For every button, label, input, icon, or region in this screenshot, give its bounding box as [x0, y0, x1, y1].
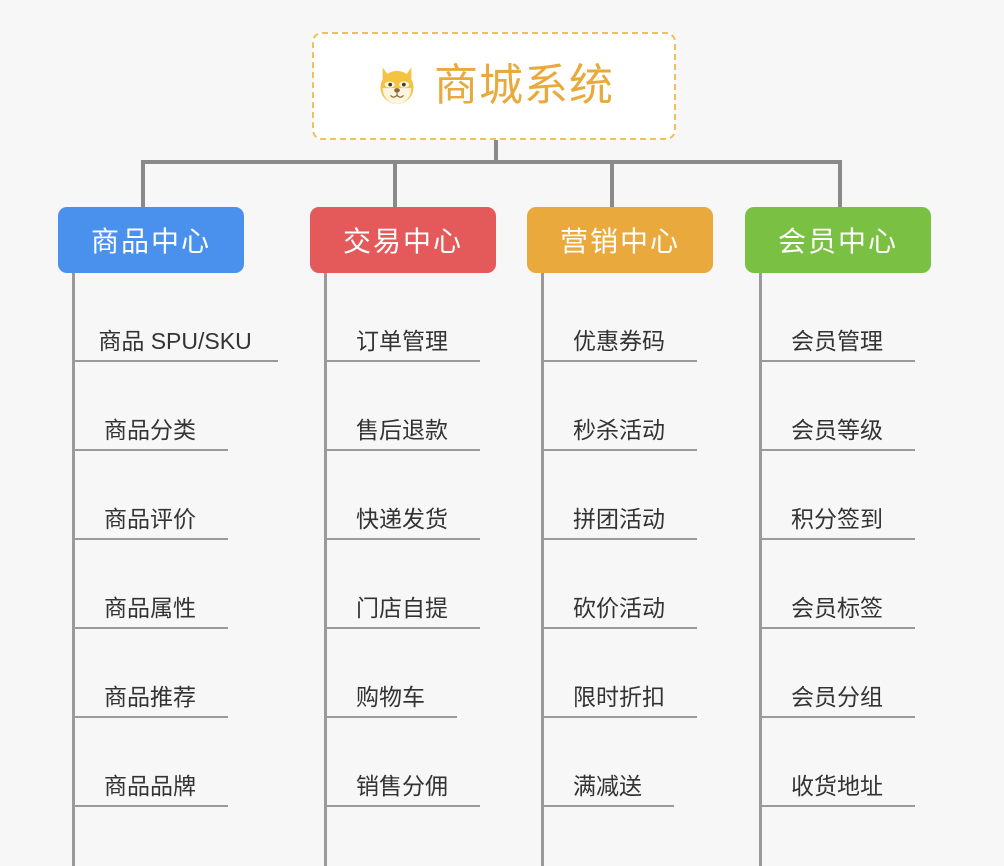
leaf-item-label: 砍价活动 — [573, 595, 665, 621]
leaf-item[interactable]: 销售分佣 — [324, 718, 480, 807]
leaf-item-label: 购物车 — [356, 684, 425, 710]
leaf-item-label: 商品评价 — [104, 506, 196, 532]
leaf-item[interactable]: 秒杀活动 — [541, 362, 697, 451]
leaf-item-label: 收货地址 — [791, 773, 883, 799]
mindmap-canvas: 商城系统 商品中心商品 SPU/SKU 商品分类商品评价商品属性商品推荐商品品牌 交… — [58, 32, 931, 866]
branch-spine-1 — [72, 273, 75, 866]
branch-header-4[interactable]: 会员中心 — [745, 207, 931, 273]
leaf-item-label: 会员等级 — [791, 417, 883, 443]
leaf-item-label: 商品属性 — [104, 595, 196, 621]
leaf-item-label: 满减送 — [573, 773, 642, 799]
leaf-item[interactable]: 会员分组 — [759, 629, 915, 718]
branch-header-2[interactable]: 交易中心 — [310, 207, 496, 273]
leaf-item[interactable]: 积分签到 — [759, 451, 915, 540]
leaf-item[interactable]: 满减送 — [541, 718, 674, 807]
leaf-item-label: 限时折扣 — [573, 684, 665, 710]
leaf-item[interactable]: 售后退款 — [324, 362, 480, 451]
leaf-item-label: 会员标签 — [791, 595, 883, 621]
leaf-item-label: 售后退款 — [356, 417, 448, 443]
leaf-item[interactable]: 订单管理 — [324, 273, 480, 362]
leaf-item-label: 积分签到 — [791, 506, 883, 532]
branch-header-3[interactable]: 营销中心 — [527, 207, 713, 273]
connector-drop-1 — [141, 160, 145, 207]
leaf-item-label: 商品分类 — [104, 417, 196, 443]
leaf-item-label: 拼团活动 — [573, 506, 665, 532]
leaf-item-label: 会员管理 — [791, 328, 883, 354]
leaf-item[interactable]: 限时折扣 — [541, 629, 697, 718]
leaf-item-label: 订单管理 — [356, 328, 448, 354]
leaf-item[interactable]: 商品评价 — [72, 451, 228, 540]
leaf-item[interactable]: 购物车 — [324, 629, 457, 718]
leaf-item[interactable]: 商品分类 — [72, 362, 228, 451]
branch-header-1[interactable]: 商品中心 — [58, 207, 244, 273]
leaf-item[interactable]: 拼团活动 — [541, 451, 697, 540]
leaf-item-label: 会员分组 — [791, 684, 883, 710]
leaf-item[interactable]: 优惠券码 — [541, 273, 697, 362]
connector-bus — [141, 160, 841, 164]
leaf-item[interactable]: 商品品牌 — [72, 718, 228, 807]
leaf-item-label: 商品推荐 — [104, 684, 196, 710]
branch-spine-4 — [759, 273, 762, 866]
leaf-item[interactable]: 会员管理 — [759, 273, 915, 362]
leaf-item[interactable]: 快递发货 — [324, 451, 480, 540]
leaf-item-label: 商品品牌 — [104, 773, 196, 799]
leaf-item[interactable]: 会员等级 — [759, 362, 915, 451]
leaf-item[interactable]: 收货地址 — [759, 718, 915, 807]
leaf-item-label: 快递发货 — [356, 506, 448, 532]
connector-drop-4 — [838, 160, 842, 207]
leaf-item[interactable]: 门店自提 — [324, 540, 480, 629]
branch-spine-2 — [324, 273, 327, 866]
branch-spine-3 — [541, 273, 544, 866]
connector-drop-2 — [393, 160, 397, 207]
root-node[interactable]: 商城系统 — [312, 32, 676, 140]
leaf-item-label: 秒杀活动 — [573, 417, 665, 443]
connector-root-stem — [494, 140, 498, 160]
root-title: 商城系统 — [434, 61, 614, 110]
connector-drop-3 — [610, 160, 614, 207]
dog-face-icon — [380, 67, 414, 106]
leaf-item[interactable]: 会员标签 — [759, 540, 915, 629]
branch-header-label: 会员中心 — [777, 226, 898, 257]
leaf-item-label: 商品 SPU/SKU — [98, 328, 252, 354]
leaf-item-label: 销售分佣 — [356, 773, 448, 799]
branch-header-label: 交易中心 — [342, 226, 463, 257]
leaf-item[interactable]: 砍价活动 — [541, 540, 697, 629]
leaf-item[interactable]: 商品属性 — [72, 540, 228, 629]
branch-header-label: 营销中心 — [559, 226, 680, 257]
leaf-item-label: 门店自提 — [356, 595, 448, 621]
leaf-item[interactable]: 商品推荐 — [72, 629, 228, 718]
leaf-item-label: 优惠券码 — [573, 328, 665, 354]
branch-header-label: 商品中心 — [90, 226, 211, 257]
leaf-item[interactable]: 商品 SPU/SKU — [72, 273, 278, 362]
